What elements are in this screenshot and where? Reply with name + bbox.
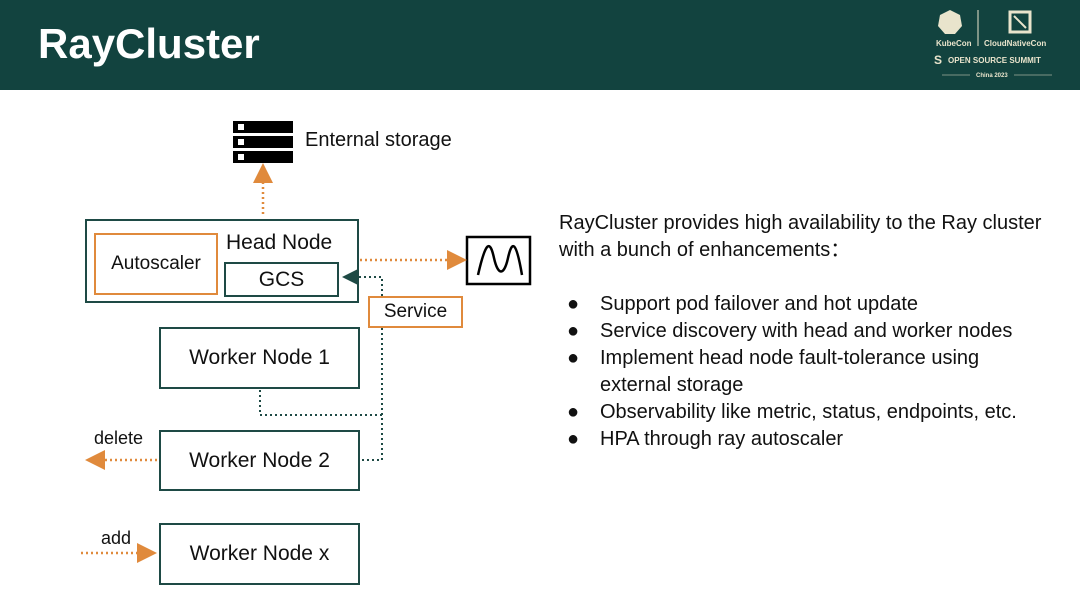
svg-text:China 2023: China 2023 xyxy=(976,73,1008,79)
feature-item: ● Support pod failover and hot update xyxy=(567,291,1047,318)
feature-list: ● Support pod failover and hot update ● Se… xyxy=(567,291,1047,453)
worker-node-1-box: Worker Node 1 xyxy=(159,327,360,389)
bullet-icon: ● xyxy=(567,293,580,315)
bullet-icon: ● xyxy=(567,401,580,423)
head-node-box xyxy=(85,219,359,303)
intro-text: RayCluster provides high availability to… xyxy=(559,212,1042,261)
feature-text: Support pod failover and hot update xyxy=(600,293,919,315)
worker-node-2-box: Worker Node 2 xyxy=(159,430,360,491)
bullet-icon: ● xyxy=(567,347,580,369)
svg-text:S: S xyxy=(934,53,942,67)
svg-text:CloudNativeCon: CloudNativeCon xyxy=(984,39,1046,48)
worker1-link xyxy=(259,390,382,416)
feature-item: ● Implement head node fault-tolerance usi… xyxy=(567,345,1047,399)
page-title: RayCluster xyxy=(38,20,260,67)
autoscaler-box: Autoscaler xyxy=(94,233,218,295)
autoscaler-label: Autoscaler xyxy=(111,253,201,274)
feature-text: Observability like metric, status, endpo… xyxy=(600,401,1017,423)
feature-text: Service discovery with head and worker n… xyxy=(600,320,1013,342)
gcs-box: GCS xyxy=(224,262,339,297)
service-box: Service xyxy=(368,296,463,328)
metrics-monitor-icon xyxy=(465,235,532,286)
service-to-gcs-line xyxy=(342,269,383,296)
bullet-icon: ● xyxy=(567,320,580,342)
feature-item: ● Service discovery with head and worker … xyxy=(567,318,1047,345)
feature-text: Implement head node fault-tolerance usin… xyxy=(600,347,980,396)
worker-node-x-label: Worker Node x xyxy=(189,542,330,565)
event-logo: KubeCon CloudNativeCon S OPEN SOURCE SUM… xyxy=(926,6,1076,86)
svg-text:KubeCon: KubeCon xyxy=(936,39,972,48)
service-to-workers-line xyxy=(361,328,383,461)
feature-text: HPA through ray autoscaler xyxy=(600,428,844,450)
feature-item: ● Observability like metric, status, endp… xyxy=(567,399,1047,426)
bullet-icon: ● xyxy=(567,428,580,450)
delete-label: delete xyxy=(94,428,144,448)
feature-item: ● HPA through ray autoscaler xyxy=(567,426,1047,453)
header-bar: RayCluster KubeCon CloudNativeCon S OPEN… xyxy=(0,0,1080,90)
worker-node-x-box: Worker Node x xyxy=(159,523,360,585)
storage-icon xyxy=(233,121,293,163)
head-node-label: Head Node xyxy=(226,231,333,254)
service-label: Service xyxy=(383,301,448,322)
storage-label: Enternal storage xyxy=(305,129,452,151)
worker-node-2-label: Worker Node 2 xyxy=(189,448,330,472)
gcs-label: GCS xyxy=(258,267,305,291)
worker-node-1-label: Worker Node 1 xyxy=(189,346,330,369)
add-label: add xyxy=(101,528,132,548)
svg-text:OPEN SOURCE SUMMIT: OPEN SOURCE SUMMIT xyxy=(948,56,1041,65)
